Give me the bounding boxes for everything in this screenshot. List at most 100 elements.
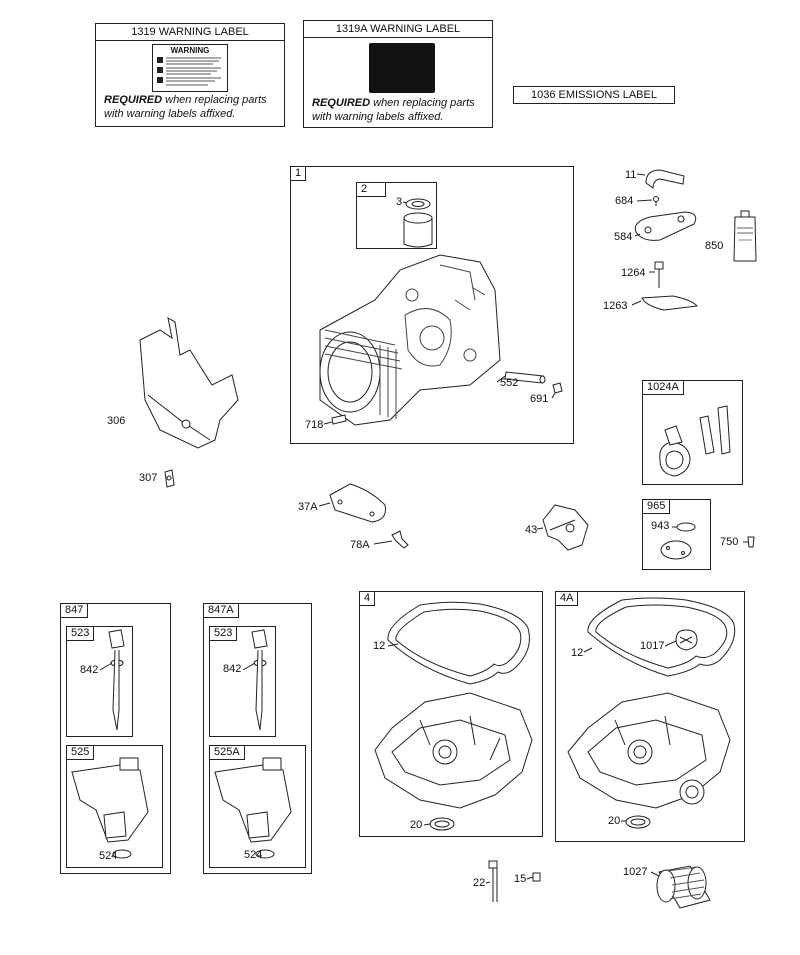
breather-tube-drawing [645,169,685,189]
dowel-552-drawing [504,371,546,384]
part-label-20a: 20 [410,819,423,831]
part-label-1263: 1263 [603,300,628,312]
part-label-12a: 12 [373,640,386,652]
bracket-37A-drawing [329,483,386,523]
group-4A-frame [555,591,745,842]
part-label-307: 307 [139,472,158,484]
sump-gasket-b-drawing [587,597,736,677]
group-847A-frame [203,603,312,874]
sump-b-drawing [567,629,731,829]
group-847-frame [60,603,171,874]
part-label-3: 3 [396,196,403,208]
part-label-1264: 1264 [621,267,646,279]
screw-684-drawing [653,196,659,206]
group-2-frame [356,182,437,249]
warning-label-1319-box: 1319 WARNING LABEL WARNING REQUIRED when… [95,23,285,127]
group-label-847: 847 [60,603,89,618]
group-label-523a: 523 [66,626,95,641]
warning-sticker-lines [157,57,221,86]
required-rest-text: when replacing parts [162,94,267,106]
gasket-1263-drawing [641,295,698,311]
group-label-2: 2 [356,182,386,197]
warning-sticker-image: WARNING [152,44,228,92]
part-label-78A: 78A [350,539,370,551]
part-label-15: 15 [514,873,527,885]
oil-pump-drawing [659,405,731,477]
part-label-718: 718 [305,419,324,431]
required-line2: with warning labels affixed. [312,111,444,123]
part-label-11: 11 [625,169,637,181]
warning-label-1319A-title: 1319A WARNING LABEL [304,21,492,38]
emissions-label-text: 1036 EMISSIONS LABEL [531,89,657,101]
part-label-37A: 37A [298,501,318,513]
baffle-306-drawing [139,317,239,449]
part-label-943: 943 [651,520,670,532]
required-line2: with warning labels affixed. [104,108,236,120]
part-label-691: 691 [530,393,549,405]
pin-718-drawing [331,414,347,425]
bolt-22-drawing [488,860,498,902]
dipstick-a-drawing [108,629,125,731]
warning-label-1319-title: 1319 WARNING LABEL [96,24,284,41]
sump-gasket-a-drawing [387,601,530,685]
group-4-frame [359,591,543,837]
group-965-frame [642,499,711,570]
cylinder-block-drawing [319,254,501,426]
dipstick-b-drawing [251,629,268,731]
group-525-frame [66,745,163,868]
group-label-1024A: 1024A [642,380,684,395]
cover-943-drawing [660,522,696,560]
group-label-4A: 4A [555,591,579,606]
warning-sticker-black [369,43,435,93]
part-label-524b: 524 [244,849,263,861]
screw-307-drawing [164,469,175,488]
plug-691-drawing [552,382,563,394]
group-label-525: 525 [66,745,95,760]
dipstick-tube-b-drawing [214,757,292,859]
part-label-12b: 12 [571,647,584,659]
part-label-842a: 842 [80,664,99,676]
oil-filter-drawing [656,865,711,909]
part-label-552: 552 [500,377,519,389]
required-rest-text: when replacing parts [370,97,475,109]
bolt-1264-drawing [654,261,664,288]
group-label-523b: 523 [209,626,238,641]
part-label-22: 22 [473,877,486,889]
sump-a-drawing [374,692,533,831]
screw-750-drawing [747,536,755,548]
part-label-850: 850 [705,240,724,252]
part-label-524a: 524 [99,850,118,862]
group-label-1: 1 [290,166,307,181]
bushing-drawing [403,198,433,248]
required-text: REQUIRED [104,94,163,106]
group-label-525A: 525A [209,745,245,760]
group-label-965: 965 [642,499,671,514]
part-label-842b: 842 [223,663,242,675]
group-525A-frame [209,745,306,868]
group-523a-frame [66,626,133,737]
plug-15-drawing [532,872,541,882]
cover-584-drawing [634,211,697,241]
group-label-847A: 847A [203,603,239,618]
group-label-4: 4 [359,591,376,606]
warning-label-1319A-box: 1319A WARNING LABEL REQUIRED when replac… [303,20,493,128]
part-label-1027: 1027 [623,866,648,878]
leader-lines [99,173,748,884]
group-523b-frame [209,626,276,737]
emissions-label-box: 1036 EMISSIONS LABEL [513,86,675,104]
warning-sticker-heading: WARNING [170,46,210,55]
part-label-750: 750 [720,536,739,548]
part-label-684: 684 [615,195,634,207]
group-1024A-frame [642,380,743,485]
required-text: REQUIRED [312,97,371,109]
part-label-306: 306 [107,415,126,427]
part-label-43: 43 [525,524,538,536]
group-1-frame [290,166,574,444]
screw-78A-drawing [391,530,409,549]
governor-43-drawing [542,504,589,551]
part-label-584: 584 [614,231,633,243]
sealant-tube-drawing [733,210,757,262]
part-label-1017: 1017 [640,640,665,652]
dipstick-tube-a-drawing [71,757,149,859]
